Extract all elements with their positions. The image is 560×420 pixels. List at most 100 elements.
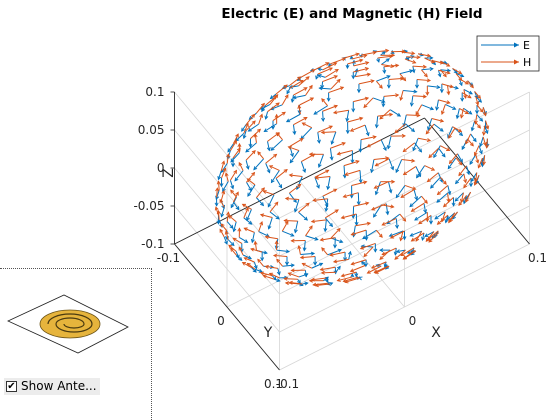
e-field-arrow-shaft [414, 211, 428, 221]
h-field-arrow-head [371, 265, 376, 269]
e-field-arrow [270, 139, 283, 151]
e-field-arrow-shaft [421, 104, 434, 110]
h-field-arrow-head [390, 64, 395, 69]
e-field-arrow-shaft [294, 220, 299, 233]
h-field-arrow [297, 245, 302, 255]
show-antenna-toggle[interactable]: ✔ Show Ante... [4, 378, 100, 395]
h-field-arrow [272, 111, 286, 122]
h-field-arrow-head [374, 162, 379, 167]
h-field-arrow-head [325, 169, 330, 174]
h-field-arrow-shaft [217, 210, 220, 220]
e-field-arrow [326, 92, 331, 102]
h-field-arrow-shaft [383, 64, 399, 68]
e-field-arrow [479, 136, 484, 148]
show-antenna-checkbox[interactable]: ✔ [6, 380, 17, 392]
h-field-arrow-shaft [441, 104, 446, 115]
e-field-arrow-head [385, 58, 390, 63]
e-field-arrow [405, 123, 416, 133]
h-field-arrow-shaft [243, 123, 249, 134]
e-field-arrow [374, 181, 381, 196]
e-field-arrow-shaft [331, 131, 337, 145]
e-field-arrow [409, 95, 414, 107]
h-field-arrow-shaft [225, 172, 229, 182]
e-field-arrow-head [317, 74, 322, 78]
h-field-arrow [421, 69, 428, 78]
h-field-arrow-shaft [363, 246, 374, 257]
e-field-arrow [437, 70, 442, 78]
e-field-arrow [302, 240, 307, 252]
h-field-arrow-shaft [238, 162, 244, 171]
h-field-arrow-head [283, 168, 288, 173]
h-field-arrow-shaft [281, 221, 289, 232]
e-field-arrow [256, 197, 265, 207]
e-field-arrow-head [395, 168, 400, 174]
h-field-arrow [330, 141, 346, 149]
e-field-arrow [267, 217, 273, 230]
h-field-arrow-shaft [483, 125, 486, 136]
h-field-arrow [245, 150, 256, 161]
h-field-arrow-head [473, 178, 478, 183]
e-field-arrow-shaft [438, 147, 446, 158]
h-field-arrow-head [224, 230, 229, 235]
e-field-arrow [395, 185, 406, 199]
e-field-arrow-head [411, 69, 416, 74]
h-field-arrow-shaft [376, 80, 383, 89]
e-field-arrow-head [317, 163, 322, 168]
h-field-arrow [265, 95, 278, 106]
h-field-arrow-head [245, 207, 249, 212]
h-field-arrow-shaft [289, 80, 304, 89]
e-field-arrow [455, 108, 460, 120]
z-grid-line [279, 129, 530, 257]
h-field-arrow-head [402, 255, 407, 260]
h-field-arrow [220, 189, 226, 201]
h-field-arrow [305, 225, 313, 237]
h-field-arrow [428, 232, 439, 243]
e-field-arrow-shaft [236, 254, 243, 261]
e-field-arrow-shaft [470, 172, 478, 182]
h-field-arrow-shaft [367, 265, 382, 274]
h-field-arrow-head [216, 209, 221, 215]
e-field-arrow-head [316, 139, 321, 144]
e-field-arrow-head [276, 278, 281, 283]
h-field-arrow [440, 211, 446, 223]
h-field-arrow-head [251, 113, 256, 118]
h-field-arrow-head [390, 204, 395, 209]
h-field-arrow [440, 176, 447, 185]
e-field-arrow-head [290, 232, 295, 237]
h-field-arrow [237, 227, 242, 238]
h-field-arrow [399, 90, 404, 102]
e-field-arrow [222, 181, 229, 192]
e-field-arrow [395, 159, 403, 174]
e-field-arrow-head [329, 156, 334, 161]
h-field-arrow-head [448, 159, 453, 165]
legend[interactable]: E H [476, 35, 540, 72]
h-field-arrow-shaft [330, 251, 346, 256]
e-field-arrow-head [324, 203, 329, 208]
h-field-arrow-shaft [355, 222, 371, 227]
h-field-arrow-head [273, 153, 278, 158]
h-field-arrow-shaft [447, 85, 450, 95]
e-field-arrow-shaft [388, 158, 394, 170]
e-field-arrow-head [386, 75, 391, 79]
h-field-arrow-shaft [483, 155, 486, 165]
h-field-arrow [301, 153, 316, 162]
h-field-arrow-head [246, 178, 251, 183]
h-field-arrow [459, 108, 470, 115]
h-field-arrow-head [425, 130, 430, 135]
e-field-arrow [322, 195, 329, 208]
e-field-arrow-head [345, 117, 350, 123]
h-field-arrow-head [395, 63, 400, 68]
h-field-arrow-head [446, 91, 451, 96]
e-field-arrow [236, 254, 243, 262]
e-field-arrow [433, 123, 444, 132]
h-field-arrow [297, 104, 302, 115]
e-field-arrow-head [455, 114, 460, 120]
e-field-arrow [379, 248, 391, 253]
e-field-arrow [386, 79, 391, 89]
e-field-arrow [447, 185, 452, 196]
e-field-arrow [376, 57, 380, 63]
h-field-arrow-shaft [288, 272, 300, 278]
y-axis-label: Y [263, 325, 273, 341]
h-field-arrow [228, 244, 237, 252]
h-field-arrow-head [259, 213, 265, 218]
